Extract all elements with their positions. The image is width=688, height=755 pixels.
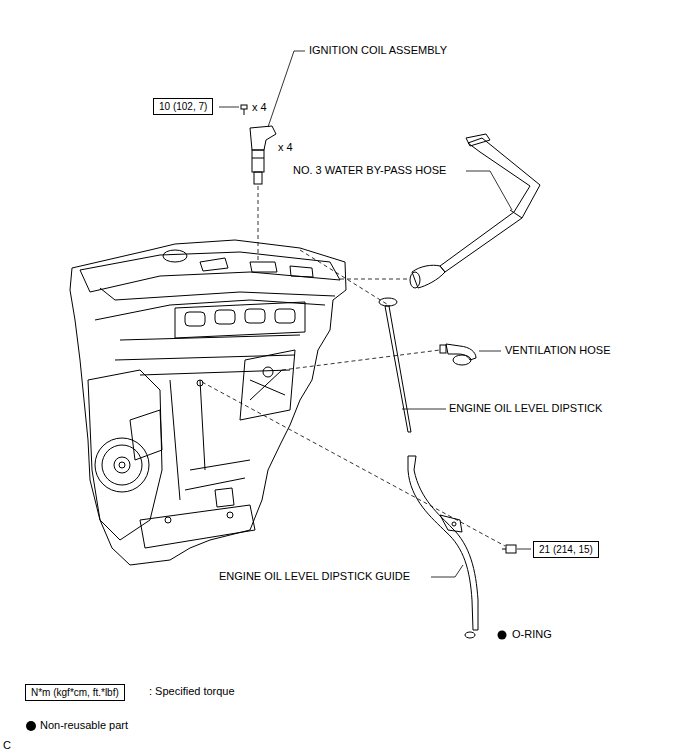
- torque-value: N*m (kgf*cm, ft.*lbf): [31, 687, 119, 698]
- part-name: NO. 3 WATER BY-PASS HOSE: [293, 164, 446, 177]
- part-name: ENGINE OIL LEVEL DIPSTICK GUIDE: [219, 570, 410, 583]
- torque-box: 10 (102, 7): [153, 98, 213, 115]
- legend-torque-box: N*m (kgf*cm, ft.*lbf): [25, 684, 125, 701]
- legend-text: Non-reusable part: [40, 719, 128, 732]
- figure-code: C: [3, 739, 11, 752]
- torque-box: 21 (214, 15): [533, 541, 599, 558]
- torque-value: 10 (102, 7): [159, 101, 207, 112]
- quantity: x 4: [252, 101, 267, 114]
- part-name: ENGINE OIL LEVEL DIPSTICK: [449, 402, 602, 415]
- part-name: IGNITION COIL ASSEMBLY: [309, 44, 447, 57]
- part-name: O-RING: [512, 628, 552, 641]
- part-name: VENTILATION HOSE: [505, 344, 611, 357]
- legend-note: : Specified torque: [149, 685, 235, 698]
- quantity: x 4: [278, 141, 293, 154]
- torque-value: 21 (214, 15): [539, 544, 593, 555]
